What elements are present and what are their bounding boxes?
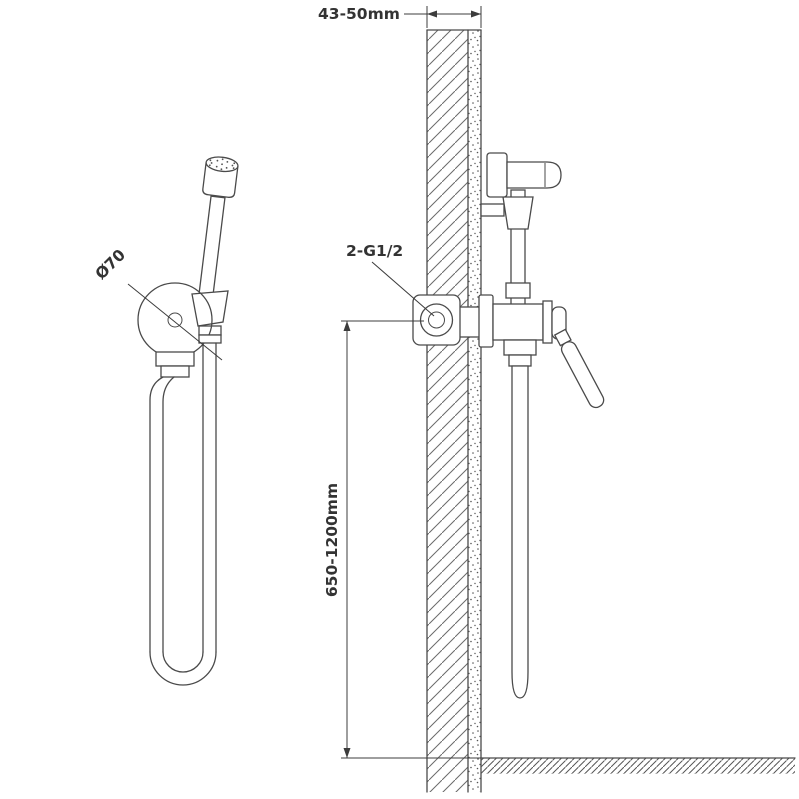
- inlet-circle-outer: [419, 303, 454, 337]
- valve-ring: [542, 300, 553, 344]
- valve-body: [492, 303, 544, 341]
- side-view: [412, 152, 605, 699]
- hose-tube: [511, 365, 529, 699]
- front-sprayer: [197, 156, 239, 300]
- inlet-circle-inner: [428, 311, 445, 329]
- arrow-left: [427, 10, 437, 18]
- outlet-nut-lower: [160, 365, 190, 378]
- wall-hatch-area: [427, 30, 468, 792]
- escutcheon-diameter-label: Ø70: [92, 246, 129, 283]
- holder-arm: [480, 203, 505, 217]
- installation-height-label: 650-1200mm: [323, 483, 341, 597]
- sprayer-body: [506, 161, 562, 189]
- wall-thickness-label: 43-50mm: [318, 5, 400, 23]
- hose-left-inner: [162, 376, 175, 653]
- wall-stipple-band: [468, 30, 481, 792]
- leader-line-connection: [371, 261, 435, 317]
- sprayer-tube-nut: [505, 282, 531, 299]
- front-holder: [191, 290, 229, 336]
- leader-line-diameter: [127, 283, 223, 361]
- front-view: [137, 156, 239, 686]
- spray-holes: [208, 158, 236, 171]
- hose-right-connector: [198, 334, 222, 344]
- dimension-wall-thickness: 43-50mm: [318, 5, 482, 28]
- hose-nut-upper: [503, 339, 537, 356]
- front-escutcheon: [137, 282, 213, 378]
- dimension-installation-height: 650-1200mm: [323, 320, 481, 759]
- front-handle: [197, 195, 226, 300]
- valve-handle: [553, 328, 605, 409]
- sprayer-nozzle-head: [486, 152, 508, 198]
- hose-left-outer: [149, 376, 164, 653]
- outlet-nut-upper: [155, 351, 195, 367]
- inlet-connection-label: 2-G1/2: [346, 242, 403, 260]
- arrow-up: [343, 321, 351, 331]
- hose-u-inner: [162, 651, 204, 673]
- arrow-down: [343, 748, 351, 758]
- escutcheon-center: [167, 312, 183, 328]
- valve-flange: [478, 294, 494, 348]
- handle-lever: [560, 341, 605, 409]
- front-hose-loop: [149, 334, 222, 686]
- hose-nut-lower: [508, 354, 532, 367]
- label-inlet-connection: 2-G1/2: [346, 242, 435, 317]
- floor-section: [480, 757, 796, 774]
- side-hose: [503, 339, 537, 699]
- side-valve: [412, 294, 605, 409]
- wall-section: [426, 29, 482, 793]
- hose-u-outer: [149, 651, 217, 686]
- side-sprayer: [480, 152, 562, 307]
- holder-cup: [502, 196, 534, 230]
- arrow-right: [471, 10, 481, 18]
- floor-hatch-band: [481, 758, 795, 774]
